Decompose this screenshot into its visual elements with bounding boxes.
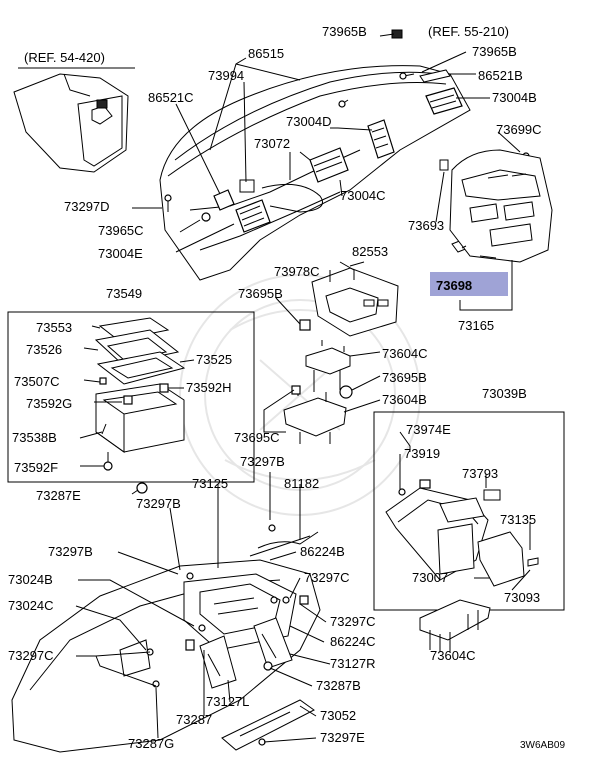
label-73039B: 73039B [482,386,527,401]
label-73604B: 73604B [382,392,427,407]
label-86224C: 86224C [330,634,376,649]
label-73974E: 73974E [406,422,451,437]
footer-code: 3W6AB09 [520,740,565,751]
label-73297D: 73297D [64,199,110,214]
label-73297B-b: 73297B [136,496,181,511]
leader-lines [75,33,531,743]
part-labels: (REF. 55-210) 73965B 86515 73965B 73994 … [8,24,565,751]
label-73297B-a: 73297B [240,454,285,469]
label-73165: 73165 [458,318,494,333]
bracket-73604C-lower [419,599,491,652]
label-73604C-top: 73604C [382,346,428,361]
label-73007: 73007 [412,570,448,585]
lower-dashboard [11,482,321,753]
label-73297C-b: 73297C [330,614,376,629]
label-73287B: 73287B [316,678,361,693]
label-73693: 73693 [408,218,444,233]
label-73695B-top: 73695B [238,286,283,301]
label-73125: 73125 [192,476,228,491]
console-box [373,411,565,611]
label-73604C-bot: 73604C [430,648,476,663]
label-73592H: 73592H [186,380,232,395]
label-73024B: 73024B [8,572,53,587]
label-86521C: 86521C [148,90,194,105]
label-73592F: 73592F [14,460,58,475]
label-73592G: 73592G [26,396,72,411]
label-73127L: 73127L [206,694,249,709]
label-73004C: 73004C [340,188,386,203]
label-73297E: 73297E [320,730,365,745]
label-73052: 73052 [320,708,356,723]
label-73553: 73553 [36,320,72,335]
label-73004E: 73004E [98,246,143,261]
label-73135: 73135 [500,512,536,527]
label-86224B: 86224B [300,544,345,559]
label-73004B: 73004B [492,90,537,105]
ashtray-assembly-box [7,311,255,483]
label-73695C: 73695C [234,430,280,445]
label-73538B: 73538B [12,430,57,445]
label-73525: 73525 [196,352,232,367]
label-73507C: 73507C [14,374,60,389]
ref-left-label: (REF. 54-420) [24,50,105,65]
label-73549: 73549 [106,286,142,301]
bezel-73165 [449,149,553,263]
label-73024C: 73024C [8,598,54,613]
label-73793: 73793 [462,466,498,481]
label-73297C-a: 73297C [304,570,350,585]
label-73965C: 73965C [98,223,144,238]
label-73965B-right: 73965B [472,44,517,59]
label-73072: 73072 [254,136,290,151]
ref-right-label: (REF. 55-210) [428,24,509,39]
label-73287G: 73287G [128,736,174,751]
highlight-73698 [430,272,508,296]
brackets-73604 [283,340,353,444]
label-73297C-c: 73297C [8,648,54,663]
label-73699C: 73699C [496,122,542,137]
ref-54-420-inset: (REF. 54-420) [13,50,135,173]
label-73994: 73994 [208,68,244,83]
label-73526: 73526 [26,342,62,357]
label-73978C: 73978C [274,264,320,279]
label-73698: 73698 [436,278,472,293]
label-73004D: 73004D [286,114,332,129]
label-86521B: 86521B [478,68,523,83]
bracket-82553 [311,261,399,337]
label-73287: 73287 [176,712,212,727]
label-86515: 86515 [248,46,284,61]
label-73297B-c: 73297B [48,544,93,559]
label-73127R: 73127R [330,656,376,671]
label-73919: 73919 [404,446,440,461]
label-82553: 82553 [352,244,388,259]
label-73287E: 73287E [36,488,81,503]
upper-dashboard [159,65,471,281]
label-73965B-top: 73965B [322,24,367,39]
label-73093: 73093 [504,590,540,605]
label-73695B-mid: 73695B [382,370,427,385]
label-81182: 81182 [284,476,319,491]
